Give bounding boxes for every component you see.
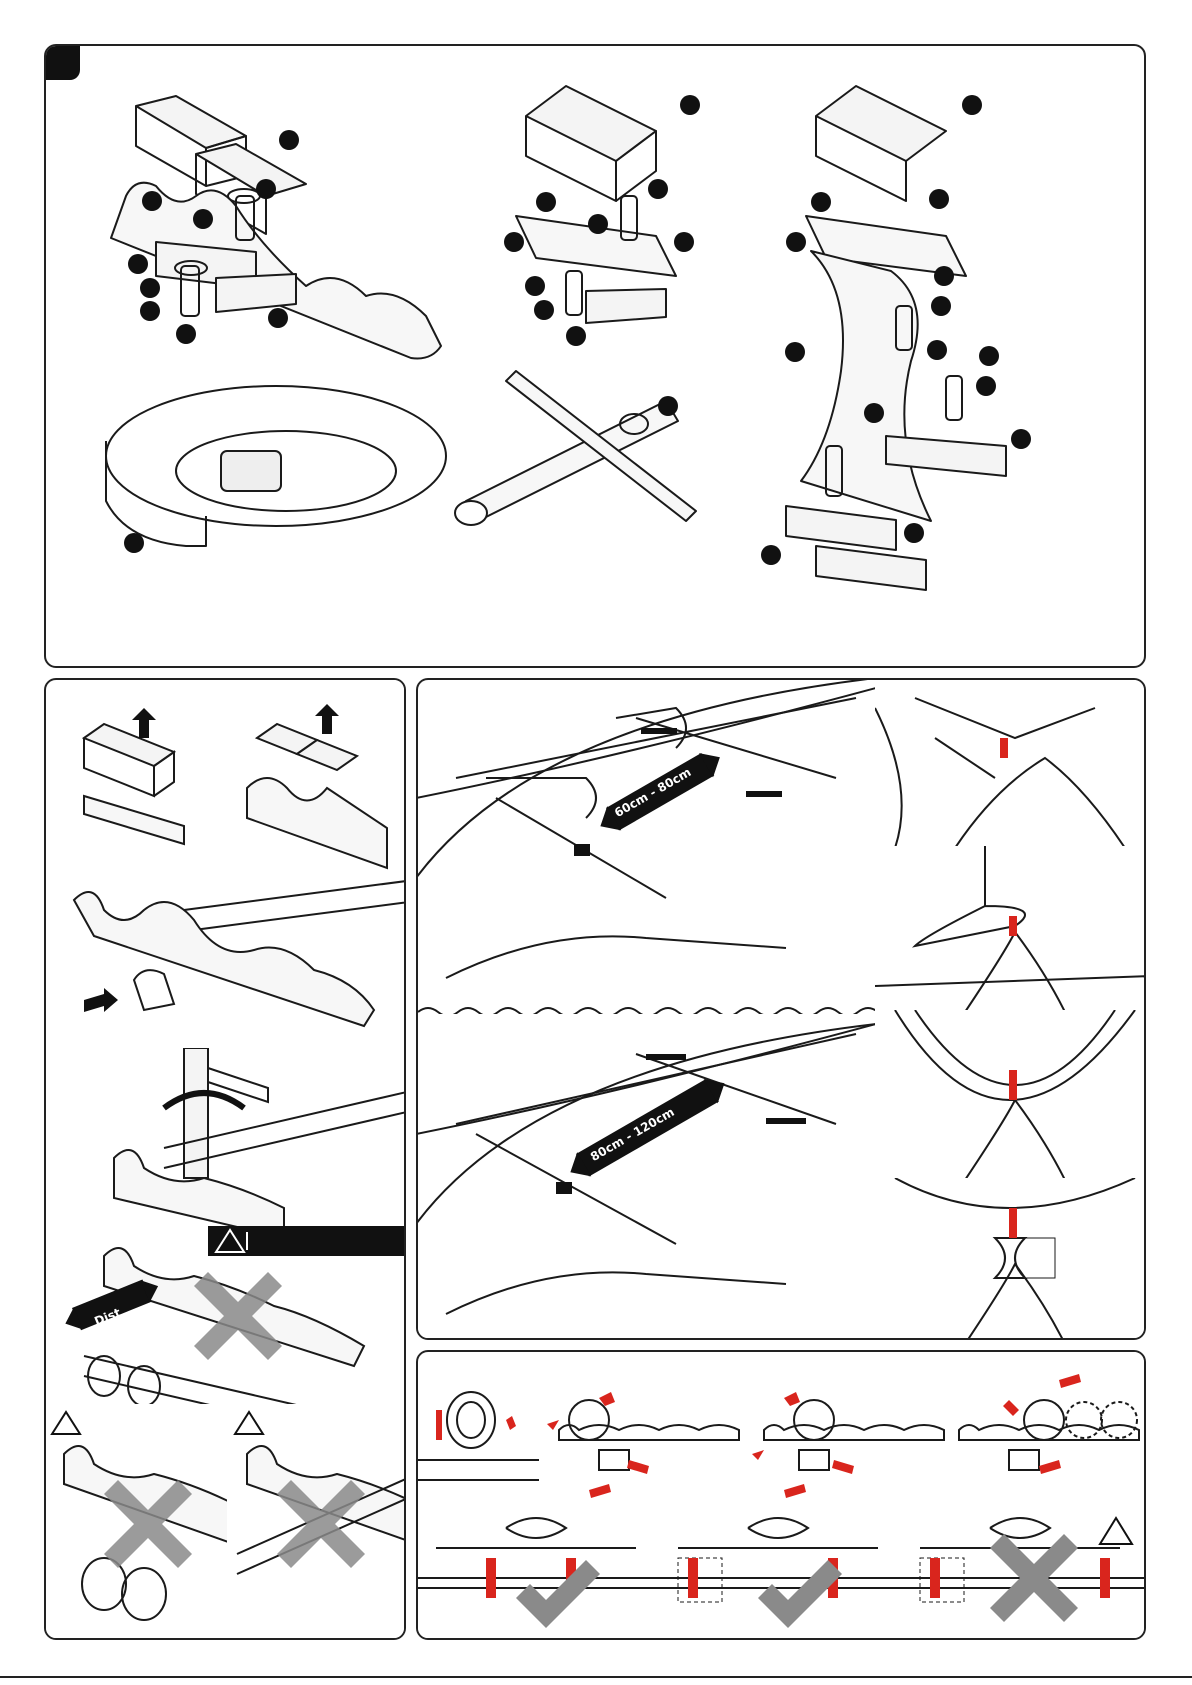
handlebar-incorrect <box>900 1508 1146 1640</box>
step-cell-wrong-position-a <box>44 1404 228 1640</box>
strap-step-3 <box>949 1350 1146 1510</box>
step-cell-cradle-remove <box>227 678 406 871</box>
check-mark-icon <box>516 1560 600 1628</box>
car-roof-large-spacing: 80cm - 120cm <box>416 1014 876 1340</box>
step-cell-slide-onto-bar <box>44 870 406 1050</box>
handlebar-correct-a <box>416 1508 660 1640</box>
contact-wheel <box>875 1010 1146 1180</box>
strap-usage-panel <box>416 1350 1146 1640</box>
arrow-right-icon <box>84 988 118 1012</box>
strap-step-2 <box>744 1350 951 1510</box>
parts-illustration <box>46 46 1146 668</box>
step-cell-tighten <box>44 1048 406 1228</box>
contact-frame <box>875 678 1146 848</box>
warning-triangle-icon <box>52 1412 80 1434</box>
parts-overview-panel <box>44 44 1146 668</box>
roof-bar-spacing-panel: 60cm - 80cm 80cm - 120cm <box>416 678 1146 1340</box>
strap-detail-a <box>416 1350 541 1510</box>
warning-triangle-icon <box>1100 1518 1132 1544</box>
warning-triangle-icon <box>235 1412 263 1434</box>
contact-wheel-height <box>875 1178 1146 1340</box>
handlebar-correct-b <box>658 1508 902 1640</box>
car-roof-small-spacing: 60cm - 80cm <box>416 678 876 1012</box>
footer-rule <box>0 1676 1192 1678</box>
step-cell-distance: Dist <box>44 1226 406 1406</box>
step-cell-wrong-position-b <box>227 1404 406 1640</box>
arrow-up-icon <box>315 704 339 734</box>
step-cell-saddle-remove <box>44 678 228 871</box>
contact-saddle <box>875 846 1146 1012</box>
mounting-steps-panel: Dist <box>44 678 406 1640</box>
strap-step-1 <box>539 1350 746 1510</box>
arrow-up-icon <box>132 708 156 738</box>
